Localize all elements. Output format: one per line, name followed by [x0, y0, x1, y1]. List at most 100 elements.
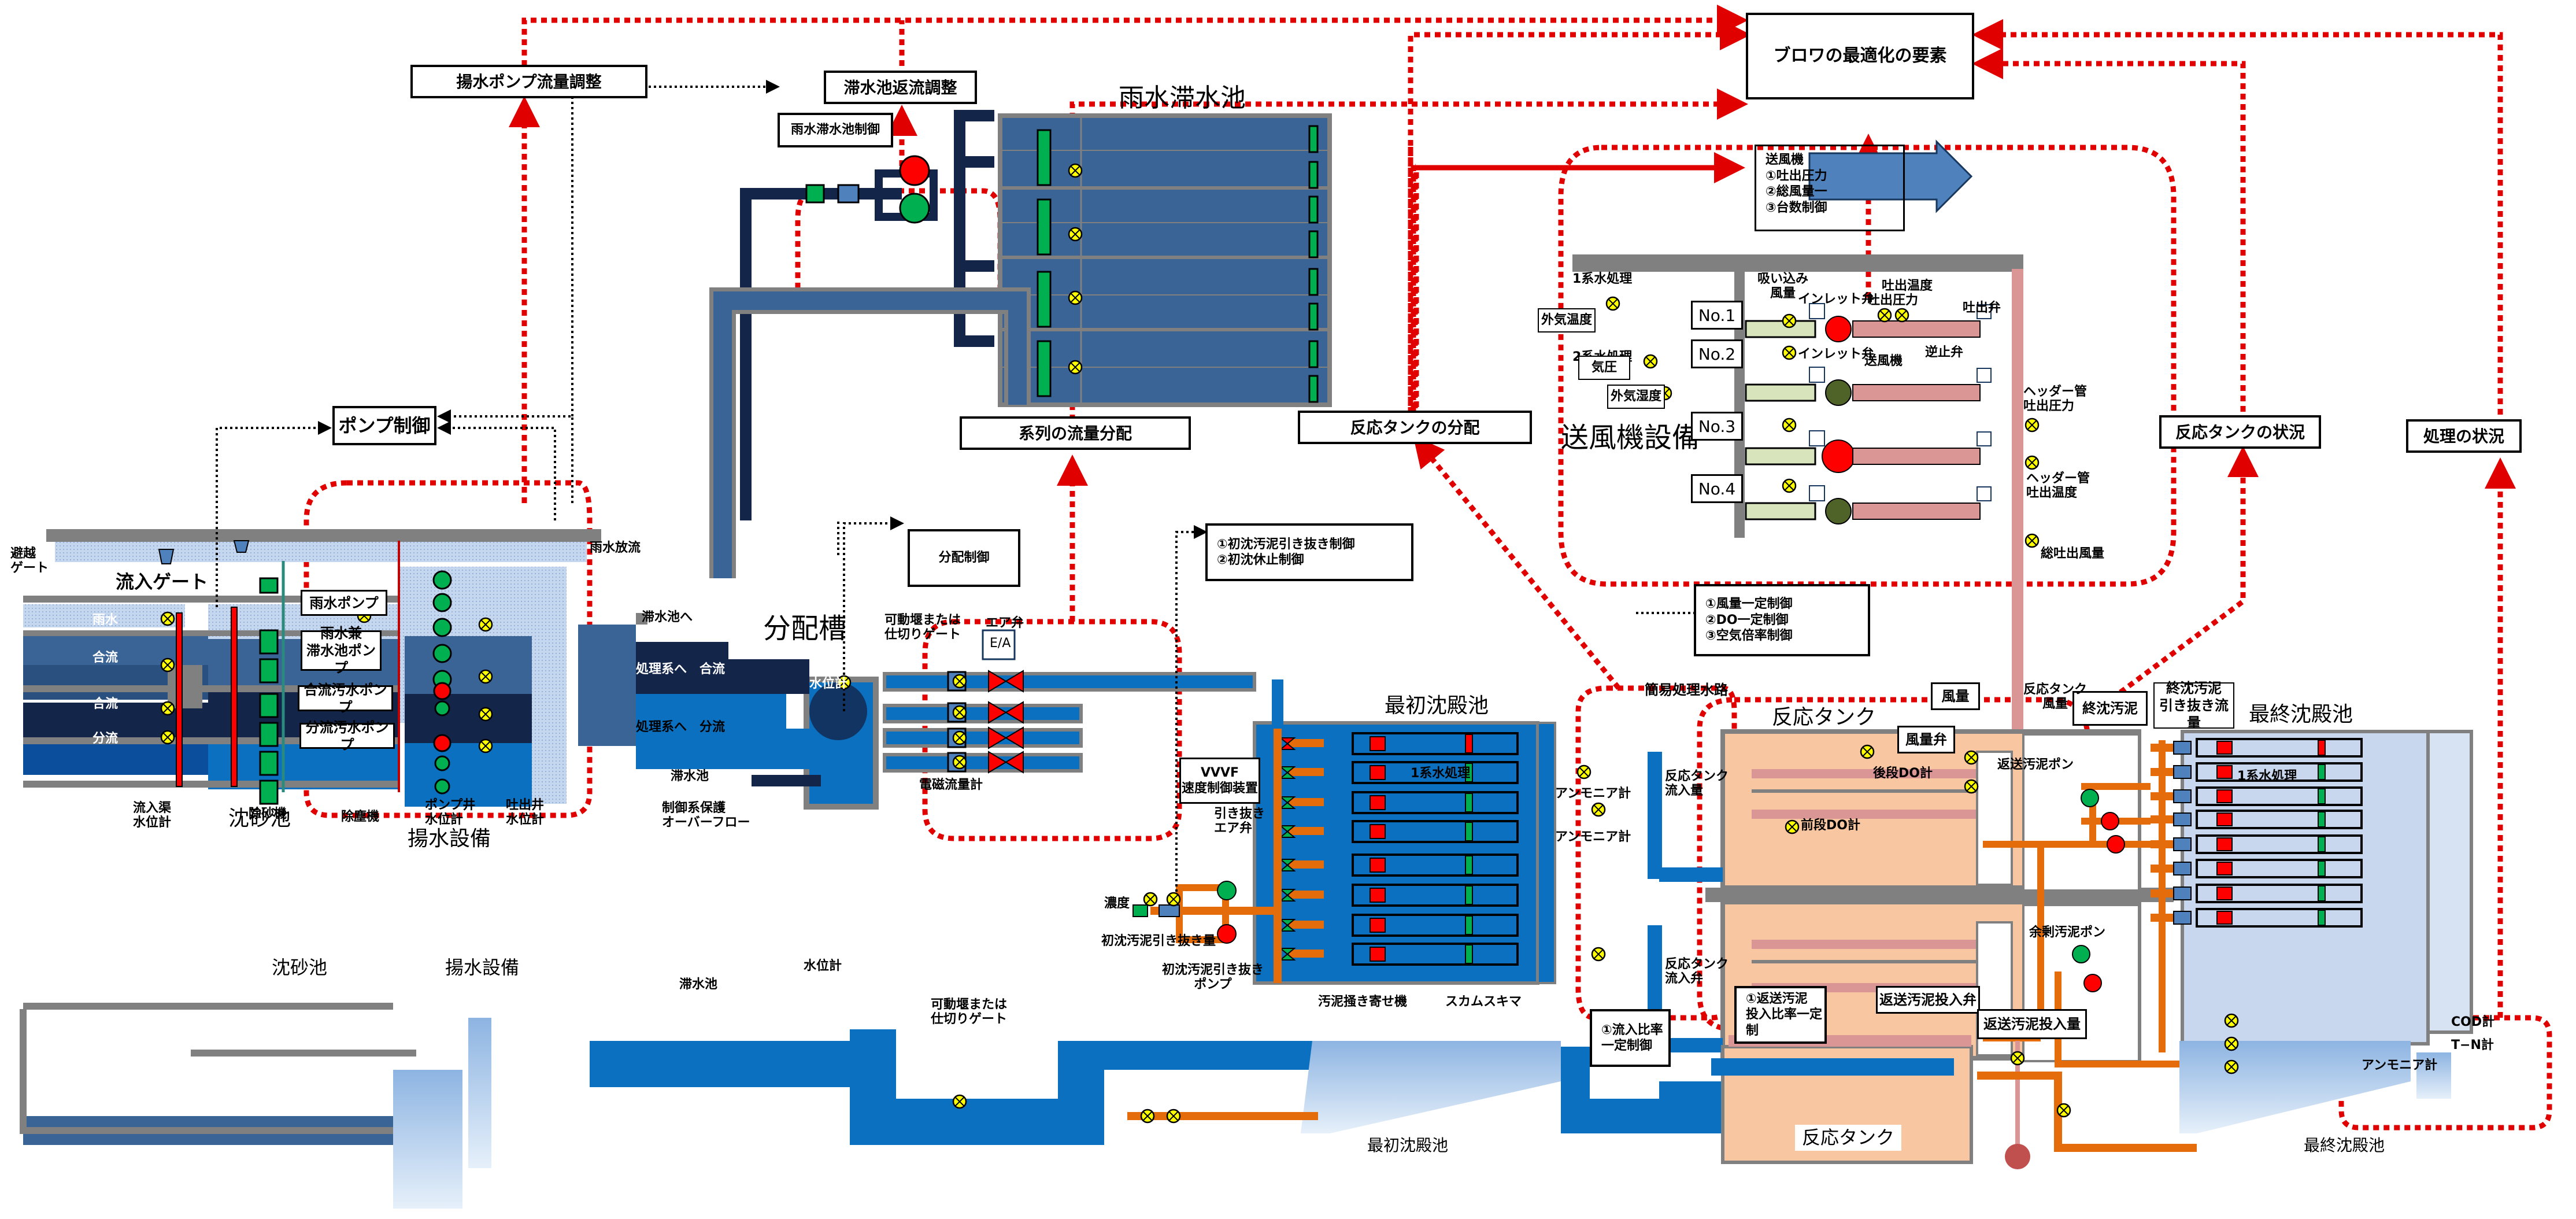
discharge-pipe: [1852, 448, 1981, 465]
label-combined-1: 合流: [92, 651, 119, 665]
meter-icon: [1166, 892, 1181, 907]
section-grit-chamber: 沈砂池: [272, 956, 328, 978]
label-separate: 分流: [92, 732, 119, 746]
label-ea-dist: E/A: [990, 636, 1011, 651]
suction-duct: [1745, 447, 1816, 466]
label-total-air: 総吐出風量: [2041, 546, 2105, 561]
suction-duct: [1745, 320, 1816, 338]
rain-storage-pump-label: 雨水兼 滞水池ポンプ: [301, 625, 382, 676]
return-sludge-amount-box: 返送汚泥投入量: [1977, 1009, 2087, 1039]
treatment-status-box: 処理の状況: [2406, 419, 2522, 453]
section-water-level: 水位計: [804, 959, 842, 973]
final-clarifier-basin: [2151, 834, 2363, 854]
sludge-collector-icon: [2216, 812, 2233, 826]
blower-unit: [1745, 430, 1992, 473]
sludge-collector-icon: [2216, 837, 2233, 851]
label-withdraw-amount: 初沈汚泥引き抜き量: [1101, 934, 1216, 948]
primary-sludge-control-box: ①初沈汚泥引き抜き制御 ②初沈休止制御: [1205, 523, 1413, 581]
label-primary-series1: 1系水処理: [1411, 766, 1471, 781]
discharge-pipe: [1852, 384, 1981, 401]
area-final-clarifier: 最終沈殿池: [2249, 703, 2353, 726]
label-return-pump: 返送汚泥ポン: [1997, 758, 2074, 772]
label-to-treatment-separate: 処理系へ 分流: [636, 720, 726, 734]
meter-icon: [952, 730, 967, 745]
meter-icon: [1576, 764, 1592, 780]
storage-return-adjust-box: 滞水池返流調整: [824, 71, 977, 104]
meter-icon: [952, 705, 967, 720]
meter-icon: [1166, 1109, 1181, 1124]
sludge-collector-icon: [2216, 911, 2233, 925]
vvvf-box: VVVF 速度制御装置: [1179, 758, 1260, 804]
distribution-tank: [636, 659, 1256, 810]
final-clarifier-basin: [2151, 908, 2363, 928]
sludge-collector-icon: [2216, 886, 2233, 900]
meters: [160, 163, 2239, 1124]
label-inflow-gate: 流入ゲート: [116, 571, 209, 593]
meter-icon: [1782, 345, 1797, 360]
reactor-distribution-box: 反応タンクの分配: [1298, 411, 1532, 444]
primary-clarifier: [1253, 679, 1556, 985]
label-storage-pond: 滞水池: [671, 769, 709, 784]
label-tn: T−N計: [2451, 1038, 2494, 1052]
sludge-collector-icon: [1370, 824, 1386, 839]
label-discharge-pressure: 吐出圧力: [1867, 293, 1919, 308]
label-movable-weir: 可動堰または 仕切りゲート: [884, 613, 961, 642]
area-blower-facility: 送風機設備: [1561, 422, 1700, 454]
meter-icon: [1964, 750, 1979, 765]
meter-icon: [1894, 308, 1909, 323]
label-rear-do: 後段DO計: [1873, 766, 1933, 781]
label-simple-treatment: 簡易処理水路: [1645, 682, 1728, 698]
final-clarifier-basin: [2151, 762, 2363, 782]
final-clarifier-basin: [2151, 810, 2363, 829]
label-grit-remover: 除砂機: [249, 807, 287, 821]
label-combined-2: 合流: [92, 697, 119, 711]
valve-icon: [1279, 889, 1296, 902]
sludge-collector-icon: [1370, 736, 1386, 751]
reactor-status-box: 反応タンクの状況: [2159, 415, 2321, 449]
meter-icon: [1877, 308, 1892, 323]
meter-icon: [1591, 947, 1606, 962]
blower-optimization-box: ブロワの最適化の要素: [1746, 13, 1974, 99]
label-pump-well-level: ポンプ井 水位計: [425, 798, 476, 828]
label-front-do: 前段DO計: [1801, 818, 1860, 833]
scum-skimmer-icon: [1465, 855, 1473, 875]
meter-icon: [2024, 455, 2040, 470]
meter-icon: [1964, 779, 1979, 794]
label-overflow: 制御系保護 オーバーフロー: [662, 801, 750, 830]
label-reactor-inflow-amount: 反応タンク 流入量: [1665, 769, 1729, 799]
motor-valve-icon: [1977, 304, 1992, 319]
label-header-temp: ヘッダー管 吐出温度: [2026, 471, 2090, 501]
label-excess-pump: 余剰汚泥ポン: [2029, 925, 2106, 940]
blower-unit: [1745, 303, 1992, 342]
label-sludge-collector: 汚泥掻き寄せ機: [1318, 995, 1408, 1009]
label-discharge-well-level: 吐出井 水位計: [506, 798, 545, 828]
meter-icon: [478, 669, 493, 684]
label-withdraw-pump: 初沈汚泥引き抜き ポンプ: [1162, 963, 1264, 992]
label-reactor-inflow-valve: 反応タンク 流入弁: [1665, 957, 1729, 987]
final-sludge-box: 終沈汚泥: [2072, 691, 2148, 726]
scum-skimmer-icon: [2318, 836, 2326, 852]
sludge-collector-icon: [2216, 789, 2233, 803]
section-pumping: 揚水設備: [445, 956, 520, 978]
primary-clarifier-basin: [1279, 820, 1519, 843]
primary-clarifier-basin: [1279, 791, 1519, 814]
blower-icon: [1822, 439, 1855, 473]
meter-icon: [1782, 418, 1797, 433]
valve-icon: [1279, 796, 1296, 809]
blower-unit: [1745, 367, 1992, 406]
section-final: 最終沈殿池: [2304, 1136, 2385, 1155]
air-valve-box: 風量弁: [1897, 726, 1955, 753]
primary-clarifier-basin: [1279, 884, 1519, 907]
label-final-series1: 1系水処理: [2237, 769, 2297, 784]
sludge-collector-icon: [2216, 741, 2233, 755]
blower-no1: No.1: [1691, 301, 1743, 330]
label-pressure: 気圧: [1578, 356, 1630, 380]
scum-skimmer-icon: [2318, 910, 2326, 926]
blower-icon: [1825, 316, 1852, 342]
aeration-control-box: ①風量一定制御 ②DO一定制御 ③空気倍率制御: [1694, 584, 1870, 656]
scum-skimmer-icon: [2318, 860, 2326, 877]
series-flow-distribution-box: 系列の流量分配: [960, 416, 1191, 450]
rain-pump-label: 雨水ポンプ: [301, 590, 387, 616]
blower-icon: [1825, 379, 1852, 406]
section-storage: 滞水池: [679, 977, 718, 992]
